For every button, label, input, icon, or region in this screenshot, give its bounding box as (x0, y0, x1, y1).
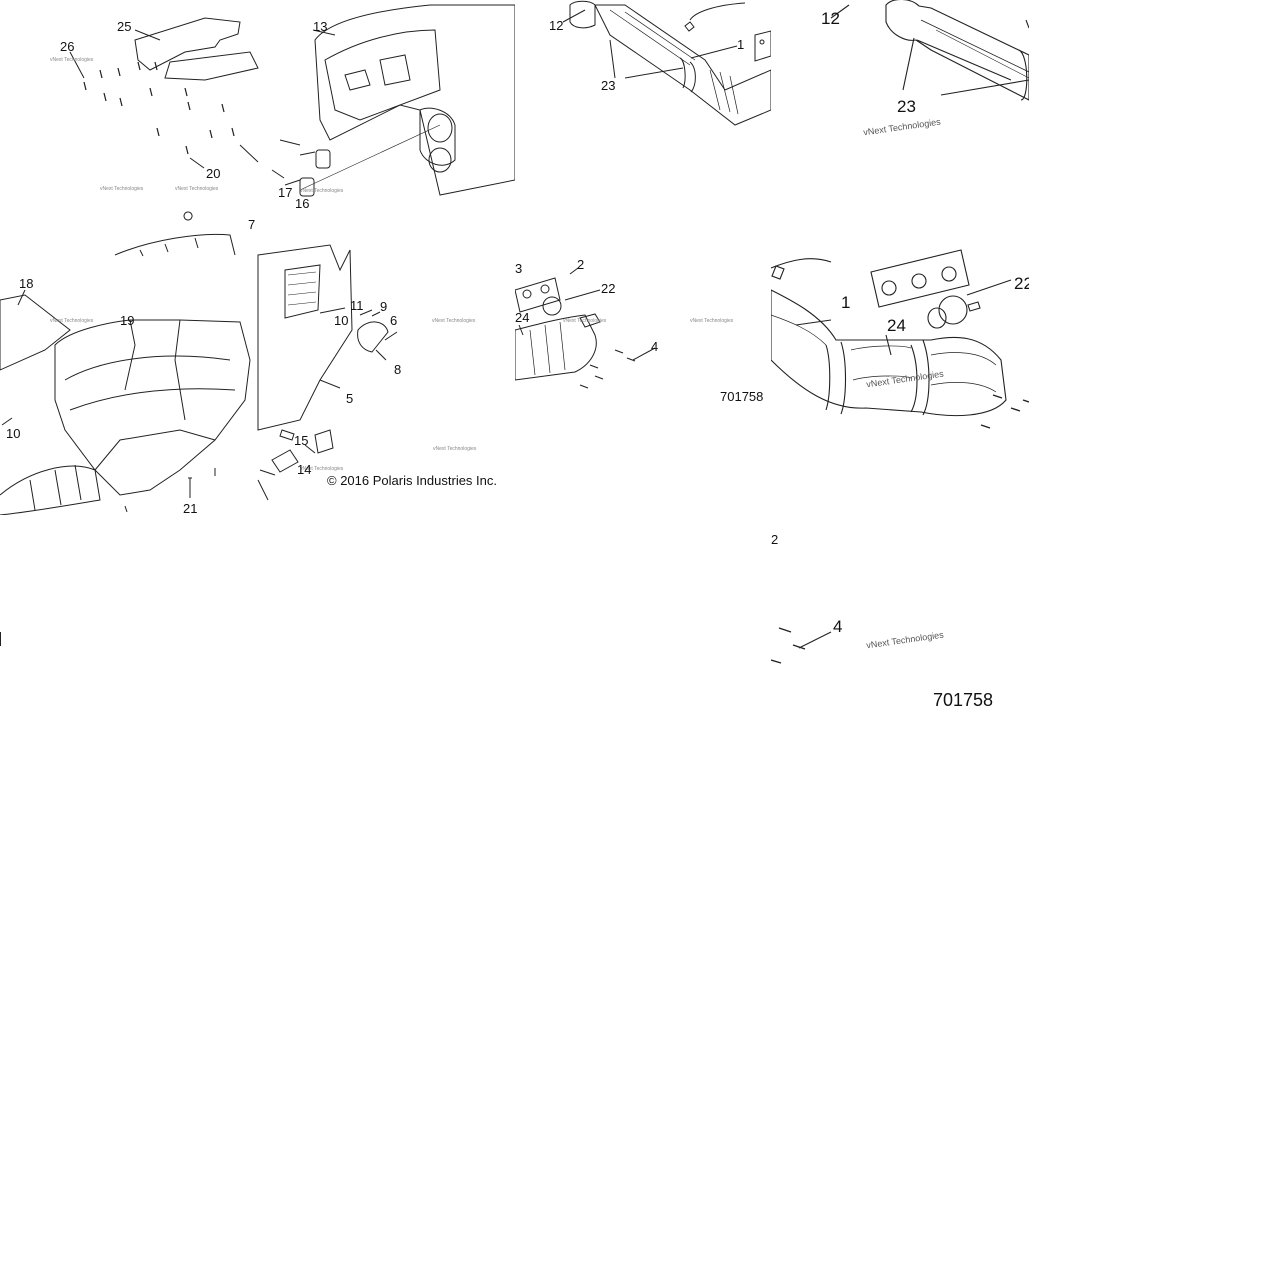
callout-4: 4 (833, 617, 843, 636)
callout-17: 17 (278, 185, 293, 200)
callout-22: 22 (601, 281, 616, 296)
callout-8: 8 (394, 362, 402, 377)
callout-14: 14 (297, 462, 312, 477)
callout-2: 2 (577, 257, 585, 272)
watermark: vNext Technologies (175, 186, 219, 192)
callout-24: 24 (887, 316, 906, 335)
heat-shield-artwork (0, 4, 515, 515)
callout-24: 24 (515, 310, 530, 325)
watermark: vNext Technologies (300, 466, 344, 472)
callout-4: 4 (651, 339, 659, 354)
exhaust-zoom-artwork (771, 0, 1029, 664)
callout-2: 2 (771, 532, 779, 547)
callout-10-right: 10 (334, 313, 349, 328)
callout-9: 9 (380, 299, 388, 314)
figure-number: 701758 (933, 690, 994, 710)
callout-21: 21 (183, 501, 198, 515)
callout-12: 12 (821, 9, 840, 28)
diagram-tile-exhaust-pipe: vNext Technologies vNext Technologies 12… (515, 0, 771, 515)
watermark: vNext Technologies (50, 57, 94, 63)
watermark: vNext Technologies (50, 318, 94, 324)
figure-number: 701758 (720, 389, 764, 404)
callout-18: 18 (19, 276, 34, 291)
callout-22: 22 (1014, 274, 1029, 293)
callout-23: 23 (601, 78, 616, 93)
callout-16: 16 (295, 196, 310, 211)
callout-23: 23 (897, 97, 916, 116)
diagram-tile-exhaust-zoom: vNext Technologies vNext Technologies vN… (771, 0, 1029, 771)
callout-7: 7 (248, 217, 256, 232)
callout-26: 26 (60, 39, 75, 54)
callout-25: 25 (117, 19, 132, 34)
watermark: vNext Technologies (563, 318, 607, 324)
watermark: vNext Technologies (432, 318, 476, 324)
callout-1: 1 (737, 37, 745, 52)
callout-19: 19 (120, 313, 135, 328)
watermark: vNext Technologies (100, 186, 144, 192)
callout-11: 11 (350, 298, 364, 313)
copyright-text: © 2016 Polaris Industries Inc. (327, 473, 497, 488)
callout-13: 13 (313, 19, 328, 34)
exhaust-pipe-artwork (515, 0, 771, 389)
diagram-tile-heat-shield: vNext Technologies vNext Technologies vN… (0, 0, 515, 515)
callout-10: 10 (6, 426, 21, 441)
edge-fragment (0, 632, 3, 646)
callout-5: 5 (346, 391, 354, 406)
callout-20: 20 (206, 166, 221, 181)
callout-3: 3 (515, 261, 523, 276)
watermark: vNext Technologies (690, 318, 734, 324)
watermark: vNext Technologies (433, 446, 477, 452)
callout-15: 15 (294, 433, 309, 448)
callout-6: 6 (390, 313, 398, 328)
callout-12: 12 (549, 18, 564, 33)
watermark: vNext Technologies (300, 188, 344, 194)
callout-1: 1 (841, 293, 851, 312)
